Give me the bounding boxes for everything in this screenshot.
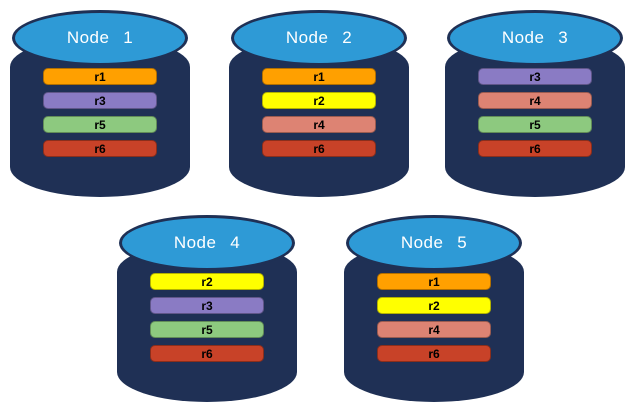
replica-bar: r2: [150, 273, 264, 290]
node-top-ellipse: Node 4: [119, 215, 295, 271]
node-label: Node 5: [400, 233, 468, 252]
replica-bar: r4: [478, 92, 592, 109]
replica-bar: r2: [377, 297, 491, 314]
node-label: Node 3: [501, 28, 569, 47]
replica-bar: r4: [262, 116, 376, 133]
node-top-ellipse: Node 2: [231, 10, 407, 66]
node-top-ellipse: Node 5: [346, 215, 522, 271]
replica-bar: r6: [377, 345, 491, 362]
node-label: Node 1: [66, 28, 134, 47]
node-cylinder-4: Node 4 r2 r3 r5 r6: [117, 212, 297, 402]
node-label: Node 2: [285, 28, 353, 47]
replica-bar: r1: [43, 68, 157, 85]
replica-bar: r5: [43, 116, 157, 133]
replica-bar: r6: [43, 140, 157, 157]
replica-bar: r4: [377, 321, 491, 338]
replica-list: r1 r3 r5 r6: [10, 68, 190, 164]
replica-bar: r6: [478, 140, 592, 157]
replica-bar: r1: [262, 68, 376, 85]
replica-bar: r3: [43, 92, 157, 109]
replica-bar: r5: [478, 116, 592, 133]
replica-bar: r6: [150, 345, 264, 362]
replica-bar: r2: [262, 92, 376, 109]
replica-bar: r5: [150, 321, 264, 338]
replica-bar: r3: [150, 297, 264, 314]
node-label: Node 4: [173, 233, 241, 252]
node-top-ellipse: Node 1: [12, 10, 188, 66]
node-cylinder-5: Node 5 r1 r2 r4 r6: [344, 212, 524, 402]
replica-list: r1 r2 r4 r6: [344, 273, 524, 369]
node-cylinder-2: Node 2 r1 r2 r4 r6: [229, 7, 409, 197]
replica-bar: r6: [262, 140, 376, 157]
replica-bar: r3: [478, 68, 592, 85]
node-cylinder-1: Node 1 r1 r3 r5 r6: [10, 7, 190, 197]
replica-list: r3 r4 r5 r6: [445, 68, 625, 164]
node-cylinder-3: Node 3 r3 r4 r5 r6: [445, 7, 625, 197]
node-top-ellipse: Node 3: [447, 10, 623, 66]
replica-bar: r1: [377, 273, 491, 290]
replica-list: r2 r3 r5 r6: [117, 273, 297, 369]
replica-list: r1 r2 r4 r6: [229, 68, 409, 164]
